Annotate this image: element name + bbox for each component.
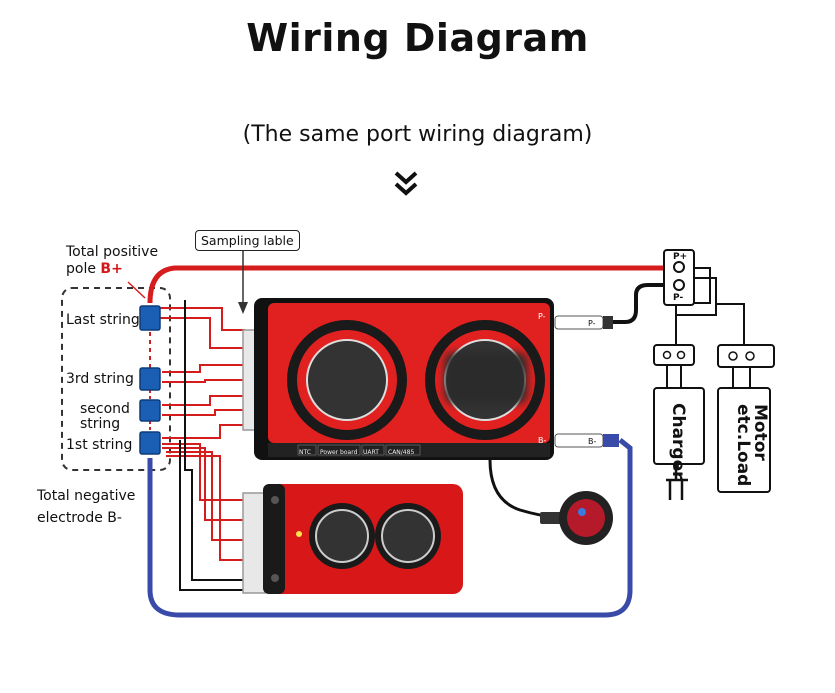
charger-body — [653, 387, 705, 465]
fan-icon — [287, 320, 407, 440]
charger-label: Charger — [668, 403, 688, 480]
first-string-label: 1st string — [66, 437, 133, 453]
sampling-label: Sampling lable — [195, 230, 300, 251]
battery-pack-outline — [61, 287, 171, 471]
bms-secondary-board — [263, 484, 463, 594]
load-label: Motor etc.Load — [733, 404, 770, 487]
bms-pminus-label: P- — [538, 312, 546, 321]
third-string-label: 3rd string — [66, 371, 134, 387]
bplus-label: B+ — [100, 261, 123, 277]
pminus-label: P- — [673, 293, 684, 303]
plug-icon — [666, 464, 688, 500]
port-pminus-label: P- — [588, 319, 596, 328]
total-negative-wire — [147, 438, 633, 618]
page-title: Wiring Diagram — [246, 16, 589, 60]
total-positive-label: Total positive pole B+ — [66, 244, 159, 277]
battery-cell-icon — [139, 305, 161, 455]
port-bminus-label: B- — [588, 437, 597, 446]
page-subtitle: (The same port wiring diagram) — [242, 122, 593, 147]
load-body — [717, 387, 771, 493]
charger-terminal — [653, 344, 695, 366]
total-negative-label: Total negative electrode B- — [37, 488, 136, 526]
port-uart: UART — [363, 449, 379, 456]
last-string-label: Last string — [66, 312, 140, 328]
port-power-board: Power board — [320, 449, 358, 456]
total-positive-wire — [147, 265, 665, 304]
bms-bminus-label: B- — [538, 436, 547, 445]
display-meter-icon — [540, 491, 613, 545]
second-string-label: second string — [80, 401, 130, 432]
double-chevron-down-icon — [394, 171, 418, 196]
port-can: CAN/485 — [388, 449, 415, 456]
port-ntc: NTC — [299, 449, 311, 456]
pplus-label: P+ — [673, 252, 688, 262]
redacted-label — [444, 352, 528, 404]
